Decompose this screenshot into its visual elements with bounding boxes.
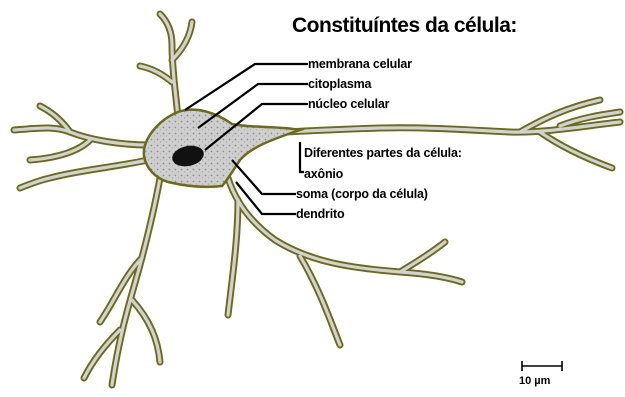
label-nucleus: núcleo celular — [308, 97, 389, 111]
label-cytoplasm: citoplasma — [308, 77, 371, 91]
scale-bar-label: 10 µm — [519, 375, 550, 387]
label-axon: axônio — [304, 167, 343, 181]
diagram-title: Constituíntes da célula: — [292, 14, 517, 38]
soma-body — [144, 110, 300, 187]
label-soma: soma (corpo da célula) — [296, 187, 428, 201]
label-dendrite: dendrito — [296, 207, 344, 221]
label-membrane: membrana celular — [308, 57, 412, 71]
label-parts-heading: Diferentes partes da célula: — [304, 146, 462, 160]
scale-bar — [522, 361, 562, 371]
